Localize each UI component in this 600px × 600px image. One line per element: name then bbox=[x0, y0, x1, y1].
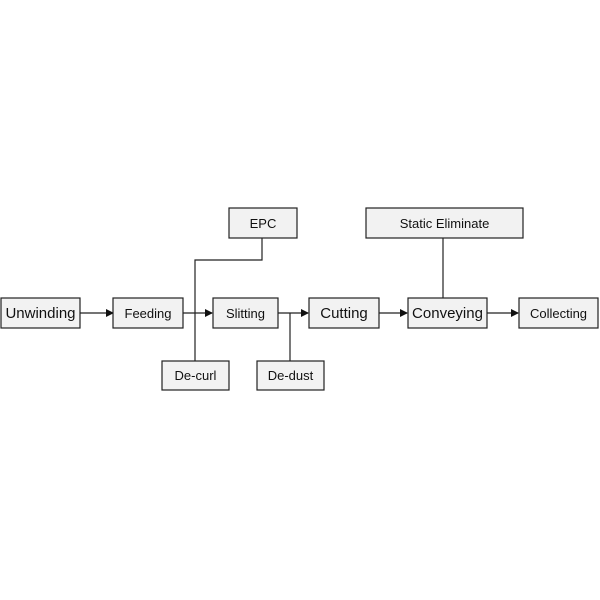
node-de-dust: De-dust bbox=[256, 360, 325, 391]
node-cutting-label: Cutting bbox=[320, 305, 368, 322]
node-unwinding-label: Unwinding bbox=[5, 305, 75, 322]
node-collecting: Collecting bbox=[518, 297, 599, 329]
node-epc-label: EPC bbox=[250, 216, 277, 231]
node-unwinding: Unwinding bbox=[0, 297, 81, 329]
node-slitting-label: Slitting bbox=[226, 306, 265, 321]
node-de-curl: De-curl bbox=[161, 360, 230, 391]
node-epc: EPC bbox=[228, 207, 298, 239]
node-de-dust-label: De-dust bbox=[268, 368, 314, 383]
node-collecting-label: Collecting bbox=[530, 306, 587, 321]
connector-epc bbox=[194, 238, 263, 313]
node-slitting: Slitting bbox=[212, 297, 279, 329]
node-cutting: Cutting bbox=[308, 297, 380, 329]
node-conveying-label: Conveying bbox=[412, 305, 483, 322]
node-feeding: Feeding bbox=[112, 297, 184, 329]
node-static-eliminate: Static Eliminate bbox=[365, 207, 524, 239]
node-conveying: Conveying bbox=[407, 297, 488, 329]
node-static-eliminate-label: Static Eliminate bbox=[400, 216, 490, 231]
node-feeding-label: Feeding bbox=[125, 306, 172, 321]
node-de-curl-label: De-curl bbox=[175, 368, 217, 383]
